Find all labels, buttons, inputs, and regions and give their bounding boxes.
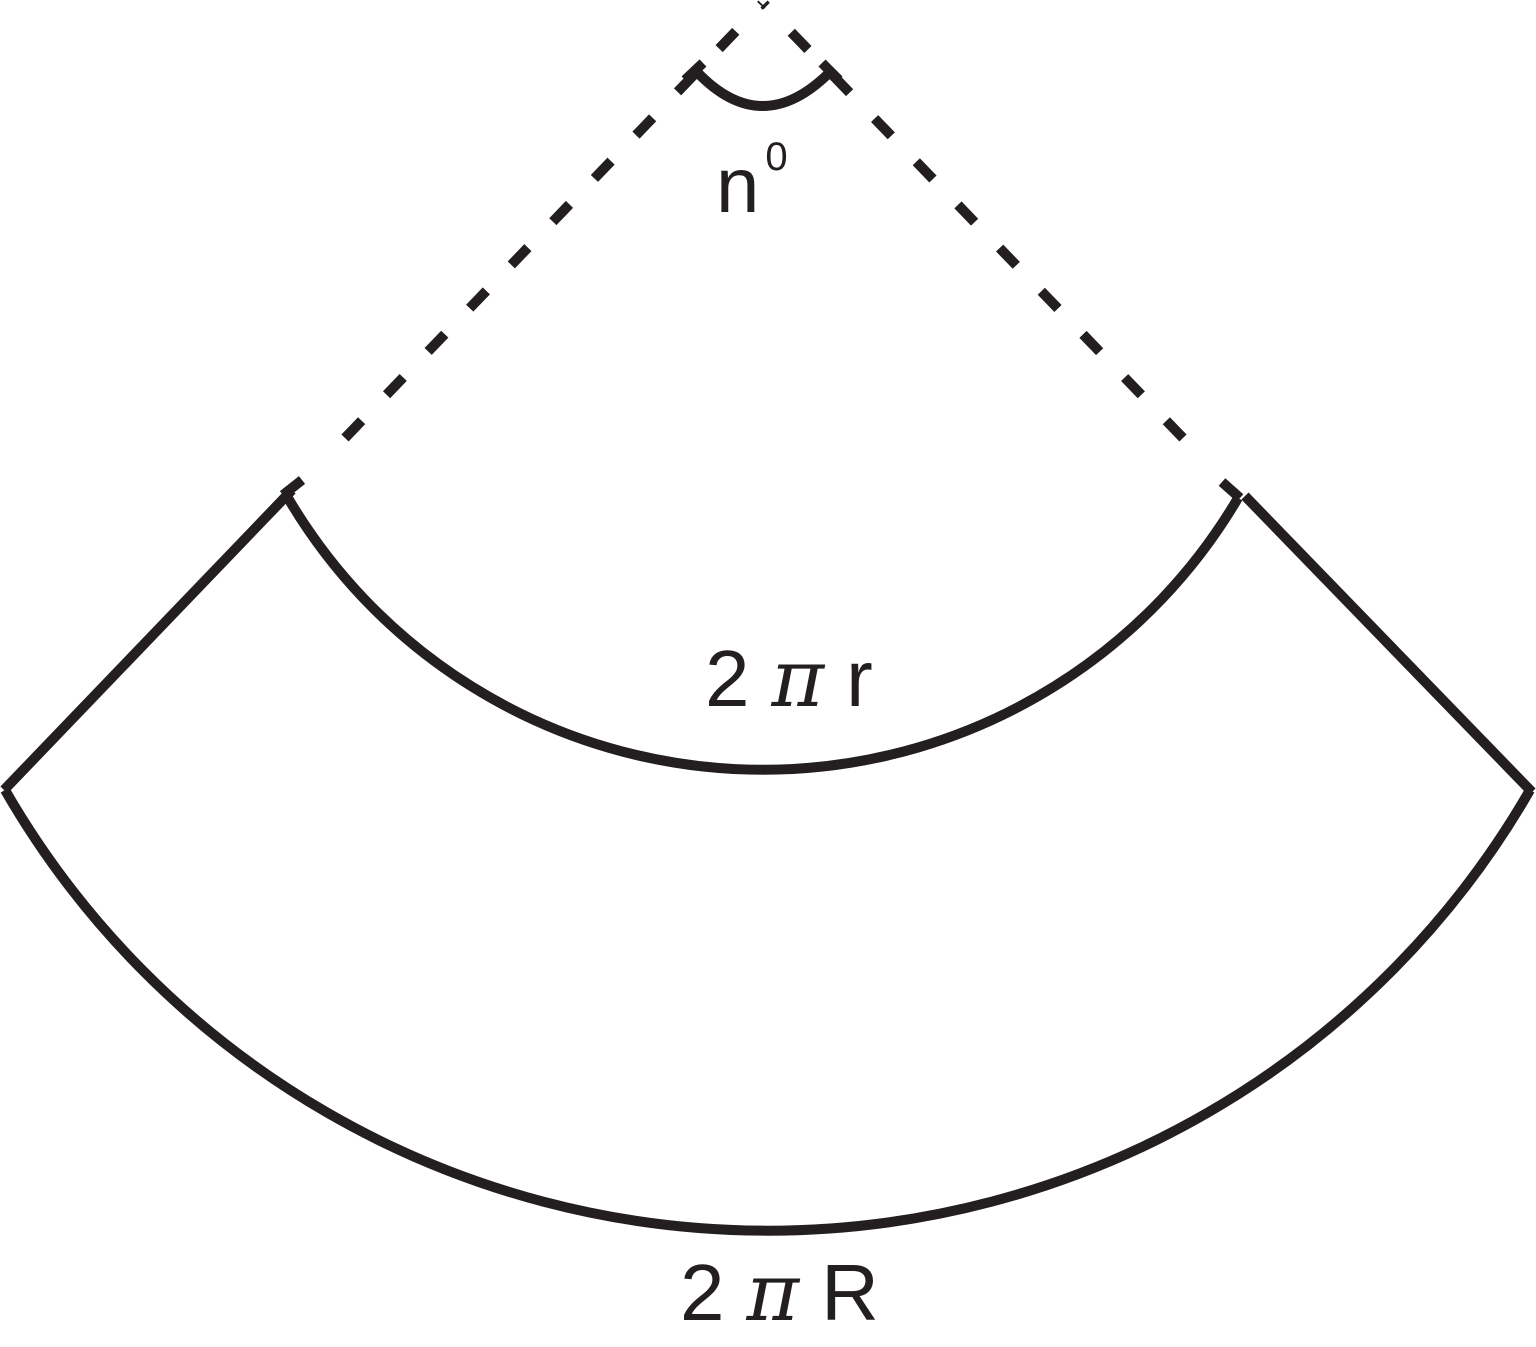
angle-arc [693,68,834,111]
angle-arc-right-tick [818,59,843,84]
left-solid-edge [0,486,296,794]
right-solid-edge [1241,492,1536,796]
outer-arc [0,787,1535,1236]
angle-arc-left-tick [681,59,707,84]
left-edge-tick [279,476,306,499]
right-edge-tick [1218,478,1244,502]
inner-arc [283,495,1243,775]
